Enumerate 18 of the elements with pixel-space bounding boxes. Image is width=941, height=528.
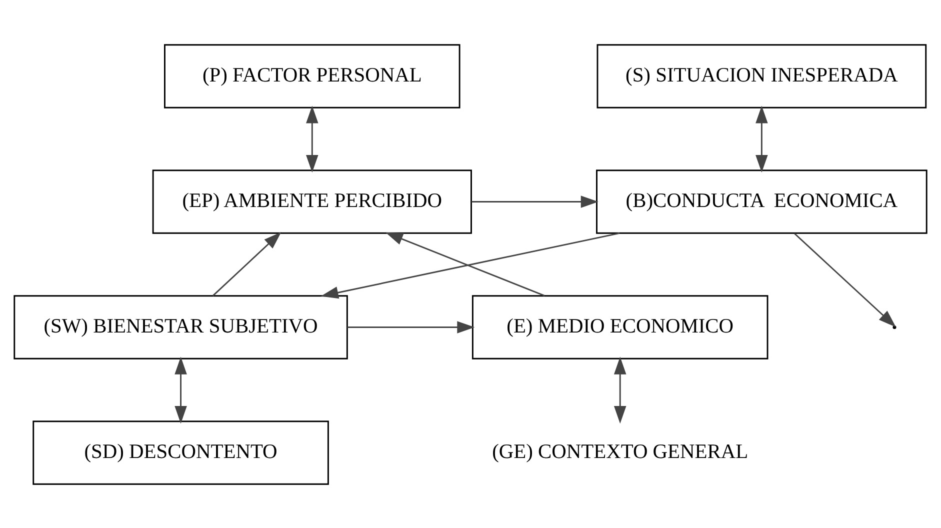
- node-box: (P) FACTOR PERSONAL: [164, 44, 460, 108]
- arrow: [212, 232, 282, 296]
- node-text: (GE) CONTEXTO GENERAL: [492, 440, 748, 463]
- arrow: [756, 105, 768, 172]
- node-box: (SD) DESCONTENTO: [32, 420, 329, 484]
- arrow: [174, 356, 187, 424]
- node-box: (EP) AMBIENTE PERCIBIDO: [152, 169, 472, 234]
- arrow: [614, 356, 626, 424]
- arrow: [306, 105, 318, 172]
- node-box: (B)CONDUCTA ECONOMICA: [596, 169, 928, 234]
- arrow: [794, 232, 896, 327]
- arrow: [385, 232, 545, 296]
- arrow: [320, 232, 620, 298]
- node-box: (S) SITUACION INESPERADA: [596, 44, 927, 108]
- node-box: (SW) BIENESTAR SUBJETIVO: [14, 294, 348, 359]
- node-box: (E) MEDIO ECONOMICO: [472, 294, 768, 359]
- arrow: [472, 195, 598, 208]
- arrow: [347, 320, 475, 333]
